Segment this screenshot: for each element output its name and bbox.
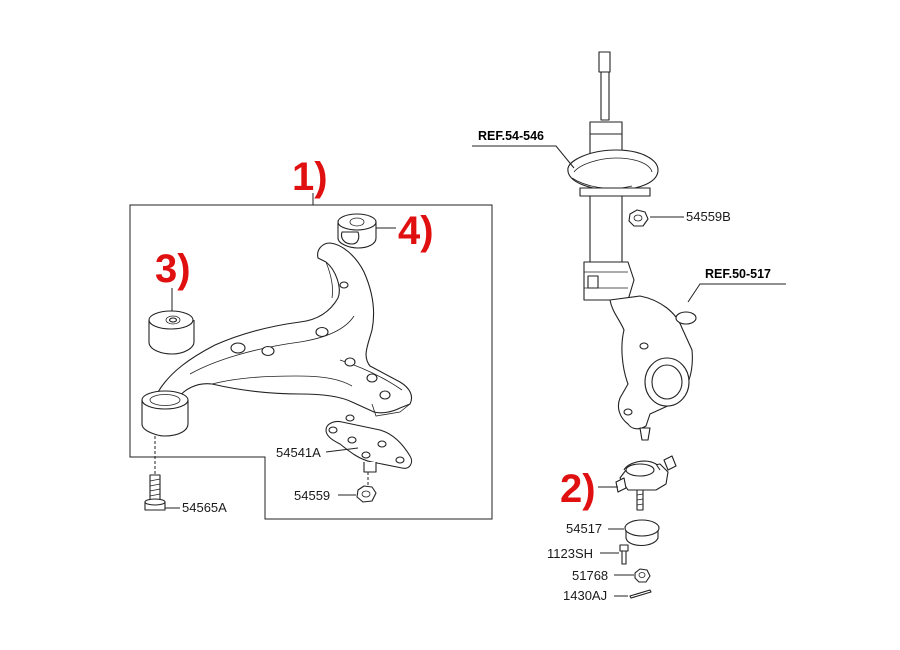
part-label-1123SH: 1123SH: [547, 546, 593, 561]
nut-54559B: [628, 209, 649, 227]
part-label-54517: 54517: [566, 521, 602, 536]
ball-joint-2: [615, 455, 677, 511]
pin-1430AJ: [629, 589, 652, 599]
front-bushing-cup: [141, 390, 189, 437]
ref-54-546: REF.54-546: [478, 129, 544, 143]
callout-1: 1): [292, 155, 328, 199]
leader-54541A: [325, 447, 359, 453]
part-label-1430AJ: 1430AJ: [563, 588, 607, 603]
strut-assembly: [567, 51, 697, 441]
callout-3: 3): [155, 247, 191, 291]
part-label-54541A: 54541A: [276, 445, 321, 460]
bushing-3: [148, 310, 195, 355]
ref-50-517: REF.50-517: [705, 267, 771, 281]
part-label-54559B: 54559B: [686, 209, 731, 224]
bushing-4: [337, 213, 377, 249]
leader-ref-54-546: [472, 145, 575, 169]
boot-54517: [624, 519, 660, 547]
nut-51768: [634, 568, 651, 583]
part-label-54559: 54559: [294, 488, 330, 503]
callout-2: 2): [560, 467, 596, 511]
lower-arm-group-frame: [129, 204, 493, 520]
leader-ref-50-517: [687, 283, 786, 303]
part-label-51768: 51768: [572, 568, 608, 583]
bracket-54541A: [325, 414, 413, 473]
bolt-1123SH: [619, 544, 629, 565]
nut-54559: [356, 485, 377, 503]
part-label-54565A: 54565A: [182, 500, 227, 515]
bolt-54565A: [144, 474, 166, 511]
lower-control-arm: [157, 242, 413, 417]
callout-4: 4): [398, 209, 434, 253]
